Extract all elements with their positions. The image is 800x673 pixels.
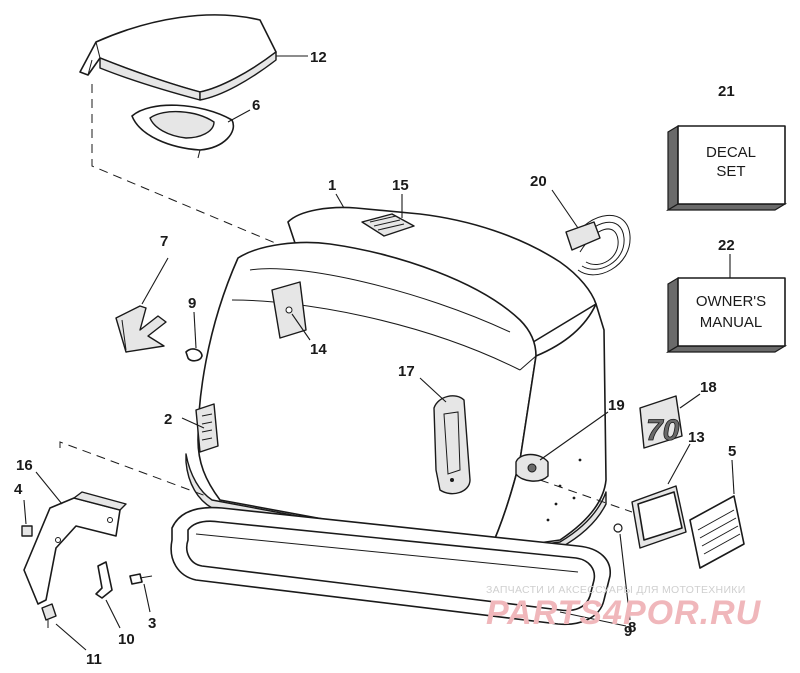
decal-set-box: DECAL SET: [665, 124, 788, 212]
clip-part-upper: [185, 348, 203, 362]
latch-plate-part: [271, 281, 307, 339]
assembly-dashed-line-lower: [59, 441, 207, 497]
leader-17: [419, 377, 447, 403]
callout-16: 16: [16, 457, 33, 474]
leader-14: [291, 313, 311, 341]
leader-6: [227, 109, 251, 123]
callout-2: 2: [164, 411, 172, 428]
leader-7: [141, 257, 169, 305]
leader-3: [143, 583, 151, 613]
nut-part: [21, 525, 33, 537]
top-cover-panel-part: [79, 14, 277, 101]
strap-part: [95, 561, 113, 599]
callout-22: 22: [718, 237, 735, 254]
callout-1: 1: [328, 177, 336, 194]
callout-17: 17: [398, 363, 415, 380]
callout-9-lower: 9: [624, 623, 632, 640]
oval-plate-part: [131, 104, 235, 159]
watermark-logo: PARTS4POR.RU: [486, 594, 762, 632]
callout-4: 4: [14, 481, 23, 498]
vent-grille-part: [689, 495, 745, 569]
leader-16: [35, 471, 63, 505]
leader-5: [731, 459, 735, 495]
left-latch-strip-part: [195, 403, 219, 453]
callout-15: 15: [392, 177, 409, 194]
callout-13: 13: [688, 429, 705, 446]
plate-part: [631, 485, 687, 549]
callout-7: 7: [160, 233, 168, 250]
callout-20: 20: [530, 173, 547, 190]
leader-20: [551, 189, 579, 229]
decal-set-line-2: SET: [716, 163, 745, 180]
callout-8: 8: [628, 619, 636, 636]
leader-13: [667, 443, 691, 485]
leader-19: [539, 411, 609, 461]
owners-manual-line-2: MANUAL: [700, 314, 763, 331]
leader-11: [55, 623, 87, 651]
screw-part: [129, 573, 153, 585]
side-latch-handle-part: [433, 395, 471, 495]
callout-14: 14: [310, 341, 327, 358]
push-fastener-part: [41, 603, 57, 628]
callout-9-upper: 9: [188, 295, 196, 312]
callout-12: 12: [310, 49, 327, 66]
mounting-bracket-part: [23, 491, 127, 605]
knob-fastener-part: [515, 453, 549, 482]
leader-1: [335, 193, 345, 209]
pin-part-lower: [613, 523, 623, 533]
leader-10: [105, 599, 121, 629]
callout-5: 5: [728, 443, 736, 460]
main-engine-cover-part: [185, 206, 607, 561]
leader-2: [181, 417, 205, 429]
emblem-bracket-part: [115, 305, 167, 353]
top-grille-part: [361, 213, 415, 237]
callout-3: 3: [148, 615, 156, 632]
assembly-dashed-line-side: [539, 479, 633, 513]
owners-manual-box: OWNER'S MANUAL: [665, 276, 788, 354]
callout-18: 18: [700, 379, 717, 396]
callout-11: 11: [86, 651, 102, 668]
callout-21: 21: [718, 83, 735, 100]
seal-ring-part: [170, 506, 611, 626]
callout-10: 10: [118, 631, 135, 648]
callout-19: 19: [608, 397, 625, 414]
assembly-dashed-line-top: [91, 84, 293, 251]
leader-8: [559, 611, 627, 627]
watermark-tagline: ЗАПЧАСТИ И АКСЕССУАРЫ ДЛЯ МОТОТЕХНИКИ: [486, 584, 746, 596]
leader-9-lower: [619, 533, 631, 621]
emblem-text: 70: [646, 414, 680, 447]
model-70-emblem-part: 70: [639, 395, 683, 449]
wire-harness-part: [565, 214, 631, 276]
leader-4: [23, 499, 27, 525]
owners-manual-line-1: OWNER'S: [696, 293, 766, 310]
leader-18: [679, 393, 701, 409]
callout-6: 6: [252, 97, 260, 114]
leader-9-upper: [193, 311, 197, 349]
decal-set-line-1: DECAL: [706, 144, 756, 161]
